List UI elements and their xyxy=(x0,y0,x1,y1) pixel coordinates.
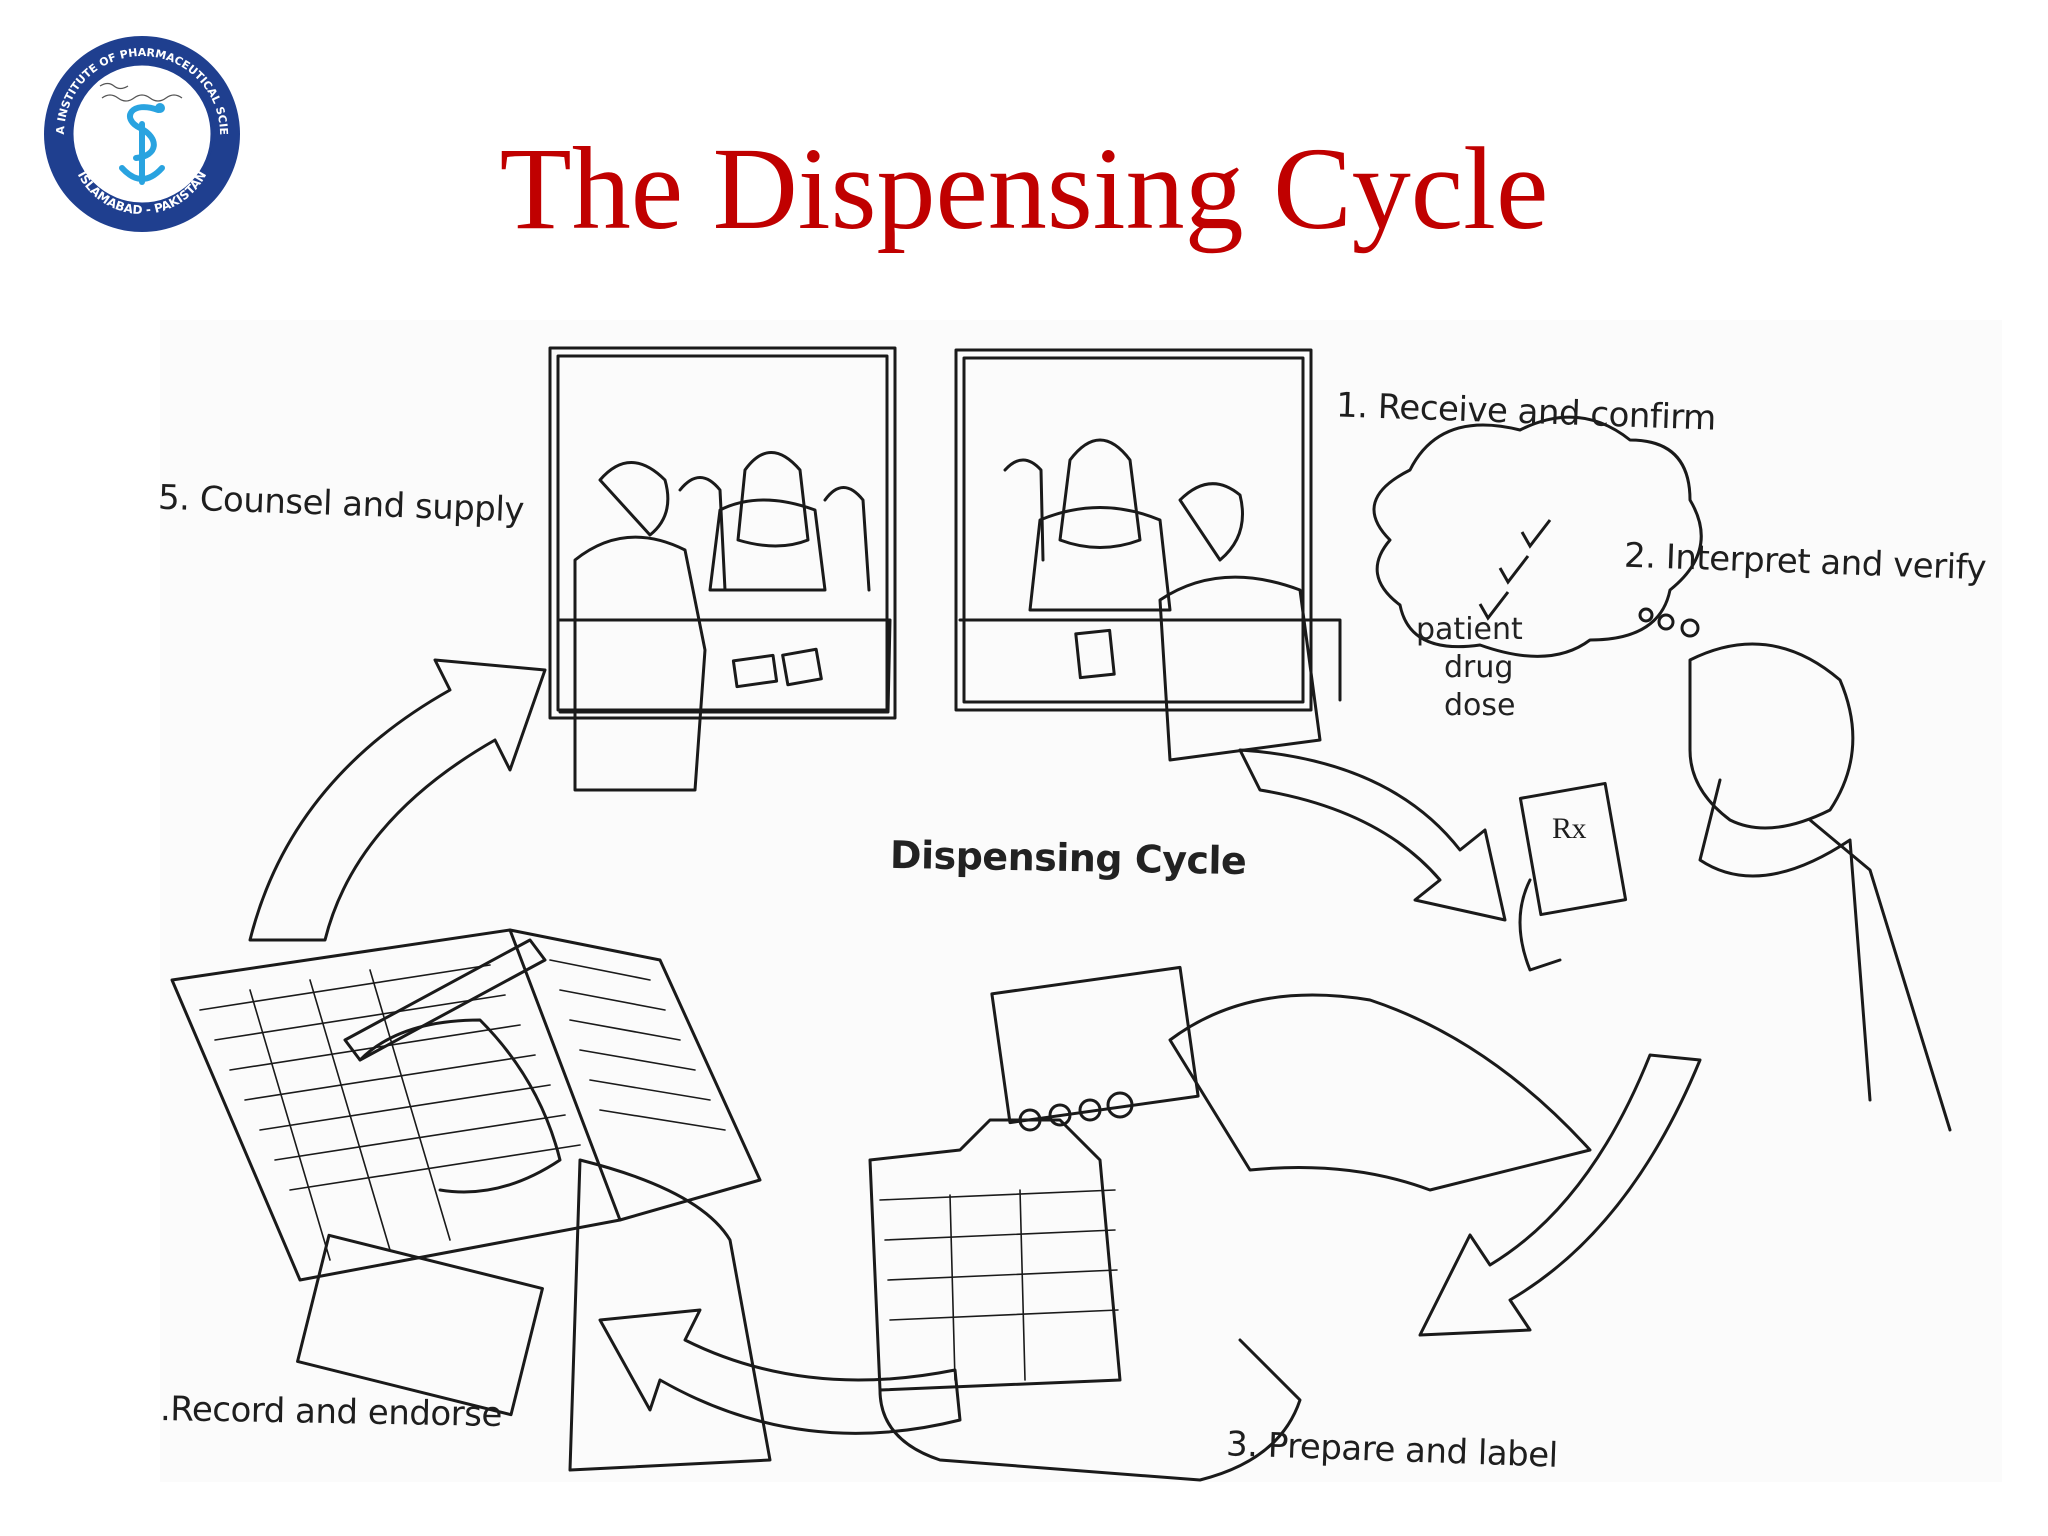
record-book-scene xyxy=(170,928,772,1472)
check-marks xyxy=(1478,519,1552,621)
rx-symbol: Rx xyxy=(1552,812,1587,845)
cycle-arrows xyxy=(248,658,1702,1435)
counsel-window-scene xyxy=(548,346,897,792)
dispensing-cycle-illustration xyxy=(160,320,2002,1482)
prepare-label-scene xyxy=(868,965,1592,1482)
slide-title: The Dispensing Cycle xyxy=(499,123,1549,254)
center-label: Dispensing Cycle xyxy=(889,832,1247,884)
institute-logo: YUSRA INSTITUTE OF PHARMACEUTICAL SCIENC… xyxy=(40,32,240,232)
thought-patient: patient xyxy=(1416,612,1523,647)
cycle-line-art xyxy=(170,346,1952,1482)
receive-window-scene xyxy=(954,348,1342,762)
thought-drug: drug xyxy=(1444,650,1514,685)
caduceus-icon xyxy=(119,104,165,185)
thought-dose: dose xyxy=(1444,688,1516,723)
step-4-label: .Record and endorse xyxy=(159,1389,503,1435)
interpret-scene xyxy=(1372,415,1952,1132)
